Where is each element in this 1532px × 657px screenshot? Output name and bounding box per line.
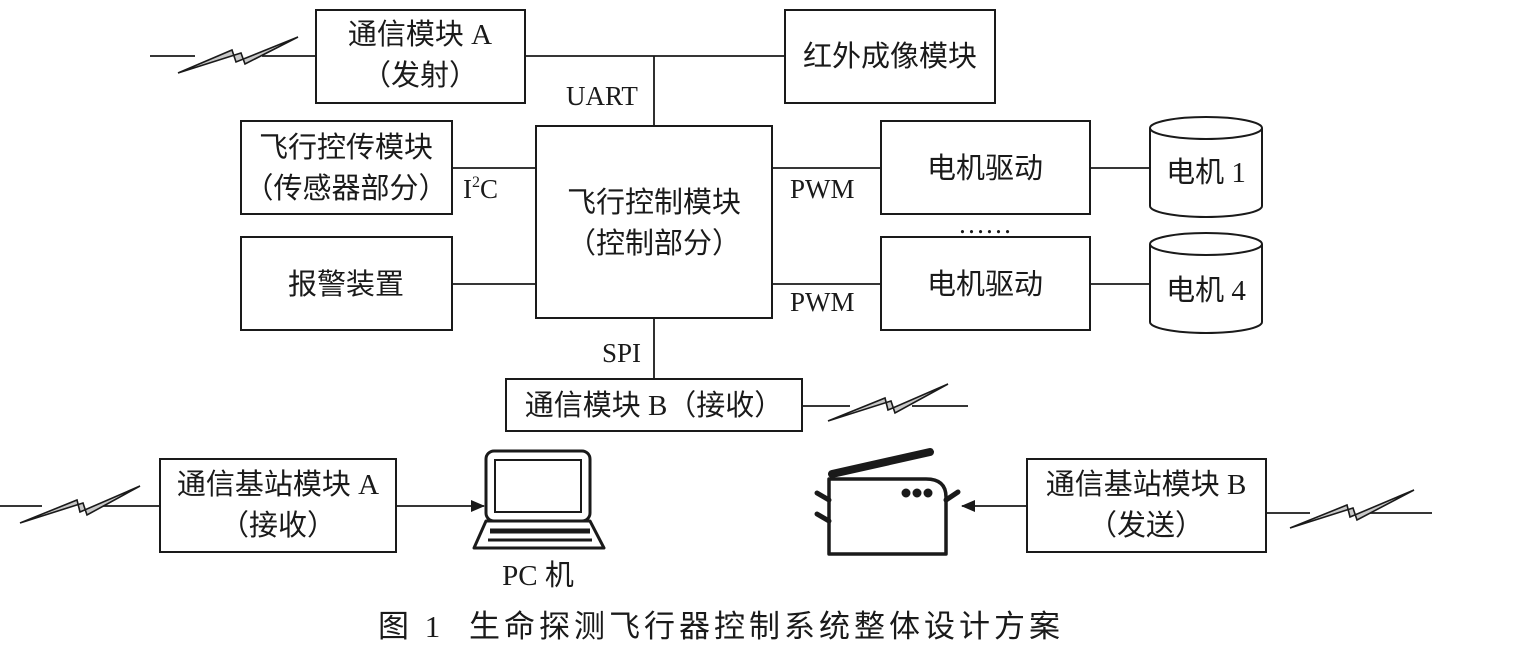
connections bbox=[396, 55, 1150, 512]
pc-label: PC 机 bbox=[502, 559, 574, 592]
block-motor-driver-4: 电机驱动 bbox=[880, 236, 1091, 331]
ellipsis-more-motors: …… bbox=[958, 209, 1012, 239]
wireless-link-base-b bbox=[1266, 489, 1432, 529]
signal-label-uart: UART bbox=[566, 81, 638, 111]
figure-number: 图 1 bbox=[378, 609, 444, 644]
block-label: 报警装置 bbox=[288, 268, 404, 301]
motor-1-cylinder: 电机 1 bbox=[1149, 116, 1263, 218]
block-label: 通信基站模块 B bbox=[1046, 468, 1247, 501]
lightning-icon bbox=[1289, 489, 1415, 529]
block-comm-module-a: 通信模块 A （发射） bbox=[315, 9, 526, 104]
figure-caption: 生命探测飞行器控制系统整体设计方案 bbox=[469, 609, 1064, 644]
block-label: 电机驱动 bbox=[927, 268, 1043, 301]
block-base-station-a: 通信基站模块 A （接收） bbox=[159, 458, 397, 553]
block-flight-control: 飞行控制模块 （控制部分） bbox=[535, 125, 773, 319]
wireless-link-base-a bbox=[0, 485, 160, 524]
lightning-icon bbox=[177, 36, 299, 74]
block-sublabel: （发射） bbox=[362, 59, 478, 92]
block-label: 飞行控传模块 bbox=[259, 131, 433, 164]
lightning-icon bbox=[827, 383, 949, 422]
laptop-icon bbox=[472, 449, 606, 550]
block-infrared-imaging: 红外成像模块 bbox=[784, 9, 996, 104]
signal-label-spi: SPI bbox=[602, 338, 641, 368]
block-alarm: 报警装置 bbox=[240, 236, 453, 331]
wireless-link-comm-b bbox=[802, 383, 968, 422]
motor-4-cylinder: 电机 4 bbox=[1149, 232, 1263, 334]
block-sublabel: （传感器部分） bbox=[244, 172, 447, 205]
block-sublabel: （控制部分） bbox=[567, 227, 741, 260]
printer-icon bbox=[814, 448, 961, 556]
block-label: 通信模块 B（接收） bbox=[525, 389, 784, 422]
block-sublabel: （发送） bbox=[1088, 509, 1204, 542]
signal-label-pwm-top: PWM bbox=[790, 174, 855, 204]
motor-label: 电机 4 bbox=[1166, 274, 1246, 307]
block-comm-module-b: 通信模块 B（接收） bbox=[505, 378, 803, 432]
block-label: 电机驱动 bbox=[927, 152, 1043, 185]
lightning-icon bbox=[19, 485, 141, 524]
signal-label-pwm-bottom: PWM bbox=[790, 287, 855, 317]
wireless-link-comm-a bbox=[150, 36, 316, 74]
block-label: 通信模块 A bbox=[348, 18, 492, 51]
signal-label-i2c: I2C bbox=[463, 174, 498, 204]
block-motor-driver-1: 电机驱动 bbox=[880, 120, 1091, 215]
block-label: 飞行控制模块 bbox=[567, 186, 741, 219]
block-label: 红外成像模块 bbox=[803, 40, 977, 73]
block-base-station-b: 通信基站模块 B （发送） bbox=[1026, 458, 1267, 553]
block-label: 通信基站模块 A bbox=[177, 468, 379, 501]
block-flight-sensor: 飞行控传模块 （传感器部分） bbox=[240, 120, 453, 215]
block-sublabel: （接收） bbox=[220, 509, 336, 542]
motor-label: 电机 1 bbox=[1166, 156, 1246, 189]
